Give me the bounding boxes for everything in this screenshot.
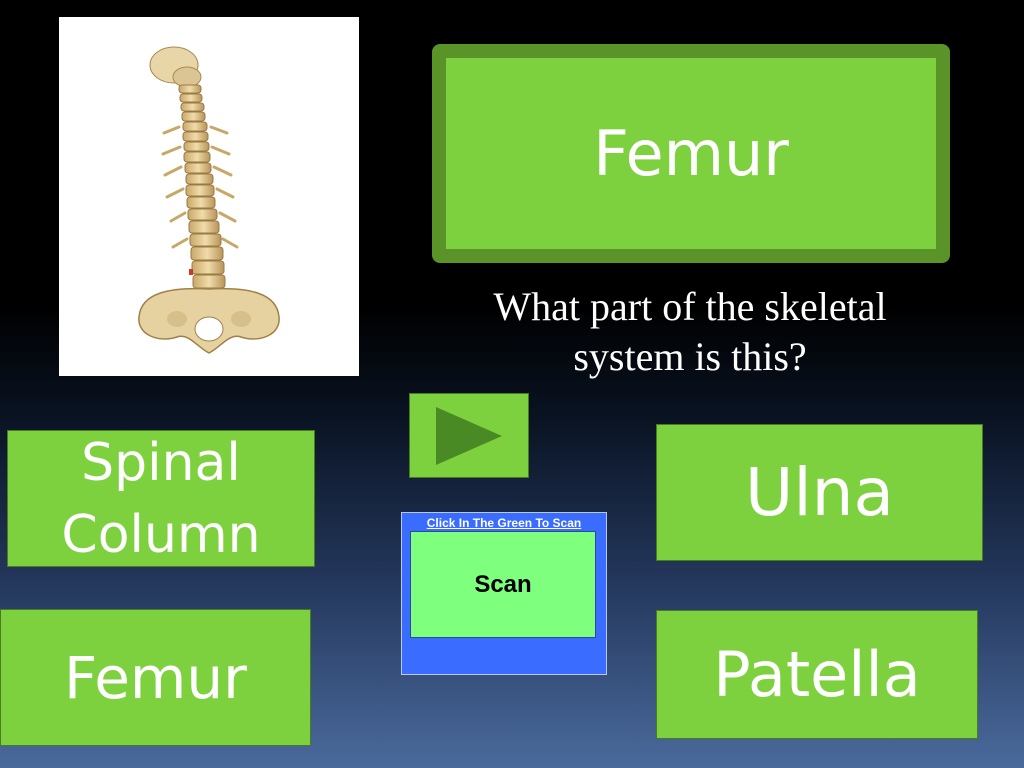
answer-button-patella[interactable]: Patella bbox=[656, 610, 978, 739]
answer-label: Patella bbox=[713, 638, 921, 711]
answer-display-frame: Femur bbox=[432, 44, 950, 263]
answer-label-line-2: Column bbox=[61, 504, 261, 565]
question-line-2: system is this? bbox=[573, 334, 807, 379]
question-text: What part of the skeletal system is this… bbox=[440, 282, 940, 382]
play-triangle-icon bbox=[436, 406, 502, 465]
answer-label: Ulna bbox=[745, 454, 894, 531]
next-button[interactable] bbox=[409, 393, 529, 478]
answer-button-femur[interactable]: Femur bbox=[0, 609, 311, 746]
scan-widget: Click In The Green To Scan Scan bbox=[401, 512, 607, 675]
spine-image bbox=[59, 17, 359, 376]
spinal-column-illustration bbox=[138, 46, 280, 354]
question-line-1: What part of the skeletal bbox=[493, 284, 887, 329]
scan-button[interactable]: Scan bbox=[410, 531, 596, 638]
answer-button-spinal-column[interactable]: Spinal Column bbox=[7, 430, 315, 567]
answer-button-ulna[interactable]: Ulna bbox=[656, 424, 983, 561]
answer-label: Femur bbox=[64, 643, 247, 712]
scan-instruction-link[interactable]: Click In The Green To Scan bbox=[426, 516, 582, 530]
answer-display: Femur bbox=[446, 58, 936, 249]
answer-label-line-1: Spinal bbox=[81, 432, 241, 493]
scan-button-label: Scan bbox=[474, 570, 532, 598]
